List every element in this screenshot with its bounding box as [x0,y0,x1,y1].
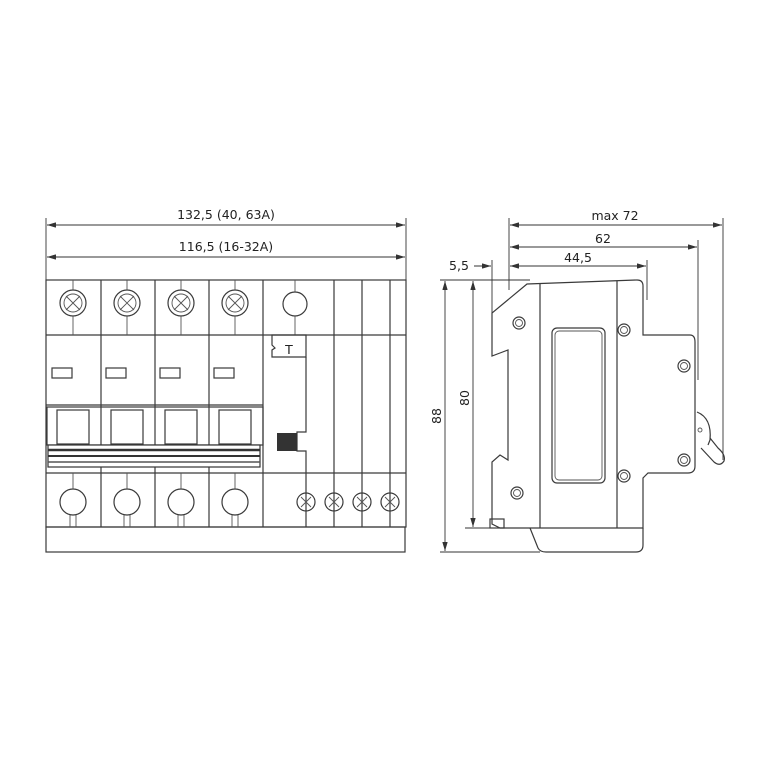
side-dimensions: max 72 62 44,5 5,5 88 80 [429,208,724,553]
test-button[interactable]: T [271,334,307,527]
rivet-icon [510,486,524,500]
dim-total-height-label: 88 [429,408,444,424]
small-screw-icon [296,492,316,512]
dim-total-width-label: 132,5 (40, 63A) [177,207,275,222]
screw-icon [221,280,249,335]
front-body [45,279,407,553]
terminal-icon [221,473,249,527]
indicator-lamp-icon [282,280,308,335]
front-view: 132,5 (40, 63A) 116,5 (16-32A) [45,207,407,553]
status-indicators [51,367,235,379]
top-terminal-screws [59,280,308,335]
screw-icon [113,280,141,335]
dim-front-depth-label: 44,5 [564,250,592,265]
side-body [489,279,696,553]
rivet-icon [617,323,631,337]
rivet-icon [677,359,691,373]
side-rivets [510,316,691,500]
dim-body-height-label: 80 [457,390,472,406]
dim-depth-label: 62 [595,231,611,246]
small-screw-icon [324,492,344,512]
side-view: max 72 62 44,5 5,5 88 80 [429,208,725,553]
toggle-handles[interactable] [46,406,264,468]
dim-width-small-label: 116,5 (16-32A) [179,239,273,254]
dim-max-depth-label: max 72 [591,208,638,223]
side-toggle-handle[interactable] [696,411,725,465]
terminal-icon [167,473,195,527]
slider-grip-icon [277,433,297,451]
small-screw-icon [380,492,400,512]
screw-icon [167,280,195,335]
bottom-terminals [59,473,400,527]
rivet-icon [617,469,631,483]
test-button-label: T [284,342,293,357]
terminal-icon [113,473,141,527]
rivet-icon [512,316,526,330]
rivet-icon [677,453,691,467]
terminal-icon [59,473,87,527]
small-screw-icon [352,492,372,512]
dim-rail-offset-label: 5,5 [449,258,469,273]
screw-icon [59,280,87,335]
front-dimensions: 132,5 (40, 63A) 116,5 (16-32A) [45,207,407,552]
